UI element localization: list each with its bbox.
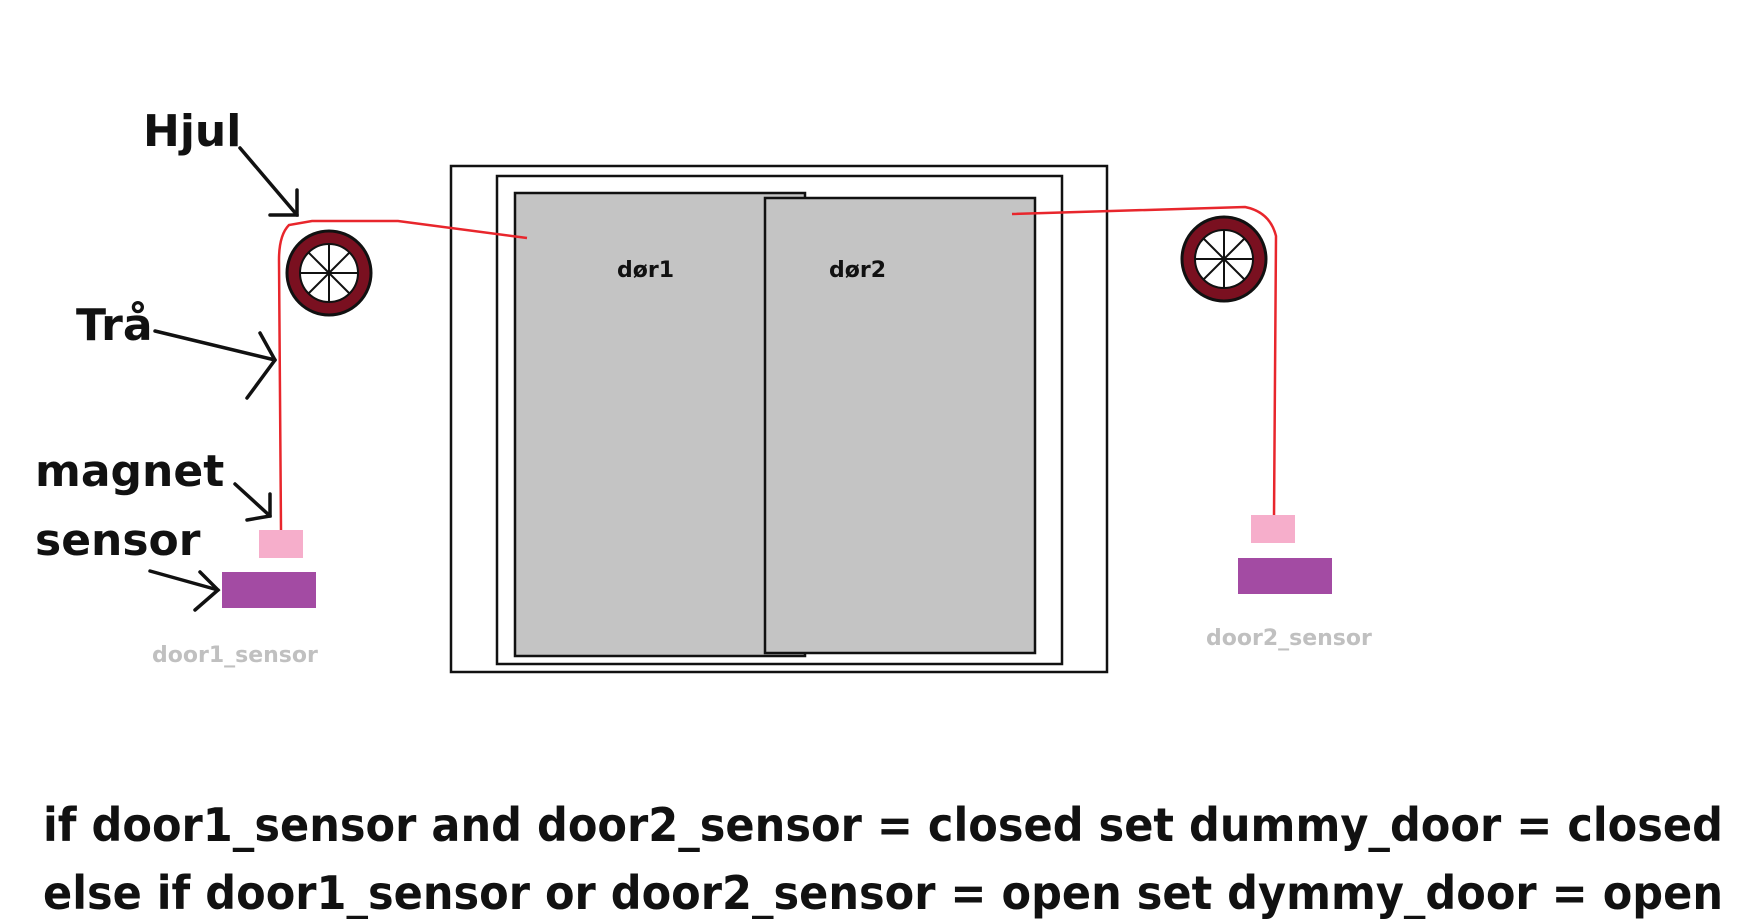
arrow-icon	[238, 146, 299, 217]
door1-label: dør1	[617, 258, 674, 283]
sensor-door1	[222, 572, 316, 608]
arrow-icon	[153, 329, 278, 400]
door1-panel	[513, 191, 807, 658]
traad-label: Trå	[76, 300, 153, 351]
magnet-door2	[1251, 515, 1295, 543]
magnet-door1	[259, 530, 303, 558]
door2-sensor-label: door2_sensor	[1206, 626, 1372, 651]
wheel-icon	[285, 229, 373, 317]
door2-panel	[763, 196, 1037, 655]
hjul-label: Hjul	[143, 106, 241, 157]
door1-sensor-label: door1_sensor	[152, 643, 318, 668]
door2-label: dør2	[829, 258, 886, 283]
arrow-icon	[233, 482, 272, 522]
sensor-label: sensor	[35, 515, 201, 566]
rule-line-2: else if door1_sensor or door2_sensor = o…	[43, 866, 1723, 919]
wire-door2	[1011, 205, 1278, 518]
magnet-label: magnet	[35, 446, 224, 497]
wheel-icon	[1180, 215, 1268, 303]
arrow-icon	[148, 569, 221, 612]
sensor-door2	[1238, 558, 1332, 594]
wire-door1	[277, 219, 528, 531]
rule-line-1: if door1_sensor and door2_sensor = close…	[43, 798, 1723, 852]
